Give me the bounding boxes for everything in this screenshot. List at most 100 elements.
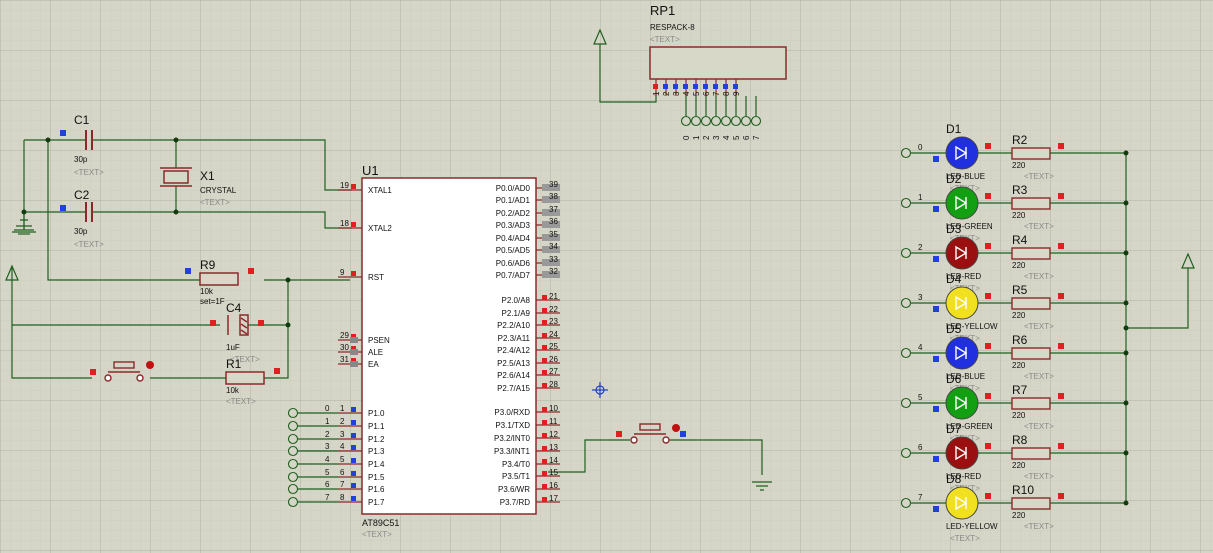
rp1-net-terminal[interactable] bbox=[700, 115, 712, 127]
led-resistor[interactable] bbox=[1011, 197, 1051, 210]
rp1-net-terminal[interactable] bbox=[680, 115, 692, 127]
led-net-terminal[interactable] bbox=[900, 497, 912, 509]
u1-pin-number: 35 bbox=[549, 230, 558, 239]
u1-pin-name: P1.4 bbox=[368, 460, 385, 469]
rp1-net-label: 3 bbox=[712, 135, 721, 140]
resistor-r1[interactable] bbox=[225, 371, 265, 385]
u1-port0-stub bbox=[542, 196, 560, 203]
u1-pin-marker bbox=[351, 346, 356, 351]
led-net-terminal[interactable] bbox=[900, 447, 912, 459]
p35-pushbutton[interactable] bbox=[630, 423, 670, 444]
u1-pin-number: 36 bbox=[549, 217, 558, 226]
led-resistor-ref: R3 bbox=[1012, 183, 1028, 197]
u1-pin-name: P2.0/A8 bbox=[502, 296, 531, 305]
led-net-terminal[interactable] bbox=[900, 197, 912, 209]
p1-net-terminal[interactable] bbox=[287, 458, 299, 470]
u1-pin-name: P2.4/A12 bbox=[497, 346, 530, 355]
u1-port0-stub bbox=[542, 234, 560, 241]
led-body[interactable] bbox=[945, 336, 979, 370]
label-c2-text: <TEXT> bbox=[74, 240, 104, 249]
led-resistor-text: <TEXT> bbox=[1024, 322, 1054, 331]
rp1-net-terminal[interactable] bbox=[740, 115, 752, 127]
p1-net-terminal[interactable] bbox=[287, 407, 299, 419]
crosshair-cursor-icon bbox=[592, 382, 608, 398]
rp1-pin-marker bbox=[733, 84, 738, 89]
led-net-terminal[interactable] bbox=[900, 147, 912, 159]
led-ref: D8 bbox=[946, 472, 962, 486]
led-pin-marker bbox=[933, 256, 939, 262]
led-net-label: 1 bbox=[918, 193, 923, 202]
led-net-terminal[interactable] bbox=[900, 247, 912, 259]
u1-pin-name: P2.6/A14 bbox=[497, 371, 530, 380]
pin-marker-btn-a bbox=[90, 369, 96, 375]
led-pin-marker bbox=[1058, 493, 1064, 499]
rp1-net-terminal[interactable] bbox=[710, 115, 722, 127]
rp1-net-label: 1 bbox=[692, 135, 701, 140]
u1-pin-name: P2.2/A10 bbox=[497, 321, 530, 330]
u1-pin-marker bbox=[351, 483, 356, 488]
led-net-terminal[interactable] bbox=[900, 347, 912, 359]
respack-body[interactable] bbox=[649, 46, 787, 80]
u1-pin-marker bbox=[351, 358, 356, 363]
u1-pin-name: P2.7/A15 bbox=[497, 384, 530, 393]
p1-net-terminal[interactable] bbox=[287, 445, 299, 457]
led-ref: D2 bbox=[946, 172, 962, 186]
u1-pin-marker bbox=[542, 308, 547, 313]
led-resistor[interactable] bbox=[1011, 297, 1051, 310]
u1-pin-number: 2 bbox=[340, 417, 345, 426]
capacitor-c2[interactable] bbox=[85, 202, 93, 222]
led-resistor[interactable] bbox=[1011, 497, 1051, 510]
label-x1-text: <TEXT> bbox=[200, 198, 230, 207]
led-resistor[interactable] bbox=[1011, 147, 1051, 160]
junction-dot bbox=[1123, 250, 1129, 256]
led-pin-marker bbox=[1058, 193, 1064, 199]
p1-net-terminal[interactable] bbox=[287, 496, 299, 508]
p1-net-terminal[interactable] bbox=[287, 420, 299, 432]
led-resistor-ref: R6 bbox=[1012, 333, 1028, 347]
led-resistor[interactable] bbox=[1011, 247, 1051, 260]
led-pin-marker bbox=[933, 406, 939, 412]
led-resistor-ref: R10 bbox=[1012, 483, 1034, 497]
mcu-body[interactable] bbox=[361, 177, 537, 515]
led-body[interactable] bbox=[945, 186, 979, 220]
reset-pushbutton[interactable] bbox=[104, 361, 144, 382]
u1-pin-name: P3.2/INT0 bbox=[494, 434, 531, 443]
u1-pin-marker bbox=[351, 271, 356, 276]
u1-pin-name: P1.7 bbox=[368, 498, 385, 507]
led-ref: D4 bbox=[946, 272, 962, 286]
led-net-terminal[interactable] bbox=[900, 397, 912, 409]
resistor-r9[interactable] bbox=[199, 272, 239, 286]
led-body[interactable] bbox=[945, 386, 979, 420]
p1-net-terminal[interactable] bbox=[287, 471, 299, 483]
led-body[interactable] bbox=[945, 286, 979, 320]
led-body[interactable] bbox=[945, 486, 979, 520]
capacitor-c4[interactable] bbox=[227, 314, 249, 336]
u1-pin-number: 26 bbox=[549, 355, 558, 364]
u1-pin-number: 24 bbox=[549, 330, 558, 339]
u1-pin-name: P1.2 bbox=[368, 435, 385, 444]
junction-dot bbox=[173, 209, 179, 215]
led-resistor[interactable] bbox=[1011, 447, 1051, 460]
led-resistor[interactable] bbox=[1011, 397, 1051, 410]
pin-marker-r9-b bbox=[248, 268, 254, 274]
rp1-net-terminal[interactable] bbox=[730, 115, 742, 127]
p1-net-terminal[interactable] bbox=[287, 433, 299, 445]
u1-pin-number: 14 bbox=[549, 456, 558, 465]
led-net-terminal[interactable] bbox=[900, 297, 912, 309]
label-c1-text: <TEXT> bbox=[74, 168, 104, 177]
led-pin-marker bbox=[985, 243, 991, 249]
rp1-net-terminal[interactable] bbox=[750, 115, 762, 127]
capacitor-c1[interactable] bbox=[85, 130, 93, 150]
mcu-u1[interactable]: U1 AT89C51 <TEXT> bbox=[361, 163, 537, 539]
rp1-net-terminal[interactable] bbox=[720, 115, 732, 127]
respack-rp1[interactable]: RP1 RESPACK-8 <TEXT> bbox=[649, 3, 787, 80]
label-x1-value: CRYSTAL bbox=[200, 186, 237, 195]
led-body[interactable] bbox=[945, 136, 979, 170]
crystal-x1[interactable] bbox=[160, 167, 192, 187]
led-body[interactable] bbox=[945, 236, 979, 270]
led-resistor[interactable] bbox=[1011, 347, 1051, 360]
rp1-net-terminal[interactable] bbox=[690, 115, 702, 127]
led-body[interactable] bbox=[945, 436, 979, 470]
p1-net-terminal[interactable] bbox=[287, 483, 299, 495]
